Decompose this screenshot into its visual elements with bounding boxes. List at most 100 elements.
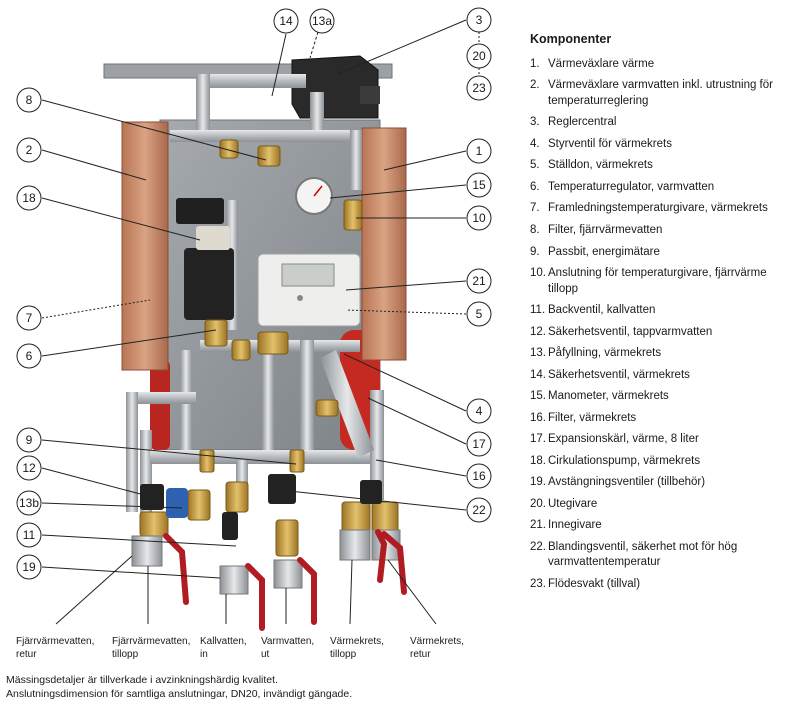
connection-label-line1: Värmekrets, <box>410 636 464 647</box>
legend-item-text: Styrventil för värmekrets <box>548 137 672 150</box>
legend-item-text: Värmeväxlare varmvatten inkl. utrustning… <box>548 79 773 107</box>
legend-item-text: Ställdon, värmekrets <box>548 159 653 172</box>
callout-11-label: 11 <box>23 528 36 542</box>
footnote: Mässingsdetaljer är tillverkade i avzink… <box>6 674 352 701</box>
connection-label-line2: in <box>200 649 208 660</box>
callout-5-label: 5 <box>476 307 483 321</box>
legend-item-text: Passbit, energimätare <box>548 245 660 258</box>
callout-8-label: 8 <box>26 93 33 107</box>
legend-item-text: Temperaturregulator, varmvatten <box>548 180 715 193</box>
legend-item: 21.Innegivare <box>530 518 792 534</box>
expansion-vessel-left <box>150 360 170 450</box>
legend-item-text: Cirkulationspump, värmekrets <box>548 454 701 467</box>
callout-3-label: 3 <box>476 13 483 27</box>
legend-item: 6.Temperaturregulator, varmvatten <box>530 180 792 196</box>
callout-22: 22 <box>466 497 492 523</box>
legend-item-number: 15. <box>530 390 546 403</box>
callout-19-label: 19 <box>22 560 36 574</box>
callout-15-label: 15 <box>472 178 486 192</box>
footnote-line-2: Anslutningsdimension för samtliga anslut… <box>6 687 353 700</box>
legend-item-number: 12. <box>530 325 546 338</box>
legend-item: 19.Avstängningsventiler (tillbehör) <box>530 475 792 491</box>
legend-item-text: Backventil, kallvatten <box>548 304 656 317</box>
legend-item-number: 22. <box>530 540 546 553</box>
callout-13a: 13a <box>309 8 335 34</box>
callout-21-label: 21 <box>472 274 486 288</box>
legend-item-number: 8. <box>530 224 540 236</box>
connection-label-line2: tillopp <box>330 649 357 660</box>
legend-item: 5.Ställdon, värmekrets <box>530 158 792 174</box>
connection-label-line2: tillopp <box>112 649 139 660</box>
footnote-line-1: Mässingsdetaljer är tillverkade i avzink… <box>6 674 278 686</box>
connection-label-line1: Varmvatten, <box>261 636 314 647</box>
callout-2-label: 2 <box>26 143 33 157</box>
connection-label-line1: Fjärrvärmevatten, <box>112 636 190 647</box>
callout-20-label: 20 <box>472 49 486 63</box>
callout-22-label: 22 <box>472 503 486 517</box>
callout-18-label: 18 <box>22 191 36 205</box>
legend-item-text: Filter, fjärrvärmevatten <box>548 224 663 236</box>
blue-valve <box>166 488 188 518</box>
callout-18: 18 <box>16 185 42 211</box>
legend-item-text: Utegivare <box>548 497 598 510</box>
connection-label-line1: Kallvatten, <box>200 636 247 647</box>
legend-item: 16.Filter, värmekrets <box>530 411 792 427</box>
connection-label-line2: retur <box>16 649 37 660</box>
circulation-pump <box>176 198 234 320</box>
component-legend: Komponenter 1.Värmeväxlare värme 2. Värme… <box>530 31 792 598</box>
callout-17-label: 17 <box>472 437 486 451</box>
connection-label-line2: retur <box>410 649 431 660</box>
legend-item-number: 10. <box>530 267 546 280</box>
manometer <box>295 177 333 215</box>
legend-list: 1.Värmeväxlare värme 2. Värmeväxlare varm… <box>530 57 792 592</box>
legend-item-number: 13. <box>530 347 546 360</box>
leader-lines <box>41 19 480 625</box>
legend-item: 22.Blandingsventil, säkerhet mot för hög… <box>530 540 792 571</box>
legend-item-number: 3. <box>530 116 540 129</box>
callout-23: 23 <box>466 75 492 101</box>
callout-19: 19 <box>16 554 42 580</box>
legend-item-text: Innegivare <box>548 519 602 532</box>
callout-1-label: 1 <box>476 144 483 158</box>
legend-item: 7.Framledningstemperaturgivare, värmekre… <box>530 201 792 217</box>
legend-item-number: 11. <box>530 304 546 317</box>
legend-item-number: 18. <box>530 454 546 467</box>
legend-item: 2. Värmeväxlare varmvatten inkl. utrustni… <box>530 78 792 109</box>
callout-10: 10 <box>466 205 492 231</box>
legend-item: 12.Säkerhetsventil, tappvarmvatten <box>530 325 792 341</box>
valve-handles <box>163 529 407 631</box>
callout-3: 3 <box>466 7 492 33</box>
legend-item-number: 2. <box>530 79 540 92</box>
valve-bodies <box>140 474 382 540</box>
connection-label-line1: Fjärrvärmevatten, <box>16 636 94 647</box>
legend-item-number: 16. <box>530 411 546 424</box>
callout-6: 6 <box>16 343 42 369</box>
legend-item-number: 4. <box>530 137 540 150</box>
legend-item-text: Framledningstemperaturgivare, värmekrets <box>548 202 768 215</box>
legend-item-text: Avstängningsventiler (tillbehör) <box>548 476 706 489</box>
legend-item-number: 1. <box>530 57 540 70</box>
callout-2: 2 <box>16 137 42 163</box>
legend-item: 3.Reglercentral <box>530 115 792 131</box>
legend-item-text: Påfyllning, värmekrets <box>548 347 662 360</box>
callout-1: 1 <box>466 138 492 164</box>
heat-exchanger-right <box>361 127 407 361</box>
legend-item-number: 14. <box>530 368 546 381</box>
legend-item: 1.Värmeväxlare värme <box>530 57 792 73</box>
brass-fittings <box>139 139 399 557</box>
legend-title: Komponenter <box>530 32 612 46</box>
callout-7-label: 7 <box>26 311 33 325</box>
callout-12: 12 <box>16 455 42 481</box>
legend-item-number: 17. <box>530 433 546 446</box>
callout-8: 8 <box>16 87 42 113</box>
callout-13b-label: 13b <box>19 496 39 510</box>
legend-item: 9.Passbit, energimätare <box>530 245 792 261</box>
legend-item: 10.Anslutning för temperaturgivare, fjär… <box>530 266 792 297</box>
legend-item-number: 23. <box>530 577 546 590</box>
legend-item-text: Säkerhetsventil, värmekrets <box>548 368 690 381</box>
callout-10-label: 10 <box>472 211 486 225</box>
callout-14-label: 14 <box>279 14 293 28</box>
callout-20: 20 <box>466 43 492 69</box>
legend-item-text: Anslutning för temperaturgivare, fjärrvä… <box>548 267 767 295</box>
